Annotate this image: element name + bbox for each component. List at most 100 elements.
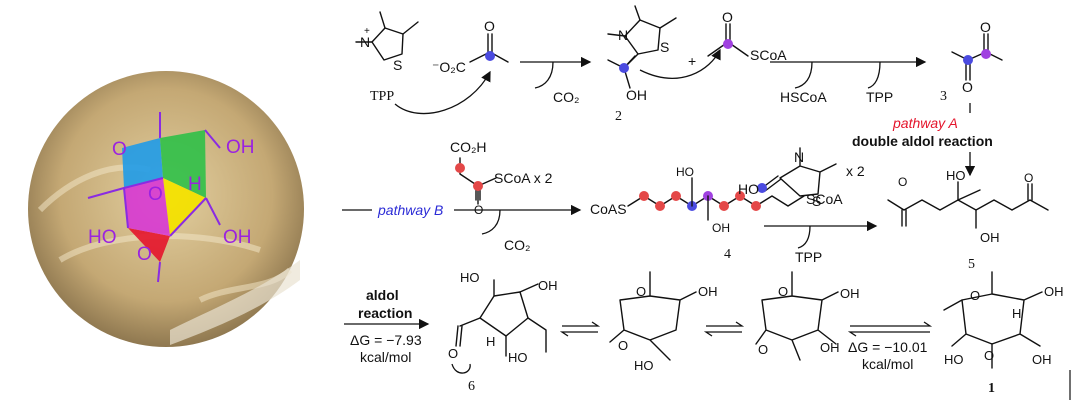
compound-5-label: 5 bbox=[968, 257, 975, 272]
equilibrium-2 bbox=[703, 321, 745, 337]
compound-4-coas: CoAS bbox=[590, 201, 627, 217]
c4-red-5 bbox=[735, 191, 745, 201]
acetyl-coa: O SCoA bbox=[707, 9, 787, 63]
c4-red-2 bbox=[655, 201, 665, 211]
tpp-branch-mid bbox=[797, 225, 811, 249]
b2-oh: OH bbox=[698, 284, 718, 299]
intermediate-b3: O OH O OH bbox=[755, 271, 860, 361]
c6-ho: HO bbox=[460, 270, 480, 285]
model-face-red bbox=[128, 228, 170, 262]
intermediate-s: S bbox=[660, 39, 669, 55]
intermediate-b2: O OH O HO bbox=[609, 271, 718, 373]
intermediate-oh: OH bbox=[626, 87, 647, 103]
compound-6: HO OH H HO O 6 bbox=[448, 270, 558, 394]
c4-red-1 bbox=[639, 191, 649, 201]
intermediate-carbon-blue bbox=[619, 63, 629, 73]
hscoa-label: HSCoA bbox=[780, 89, 827, 105]
model-face-yellow bbox=[163, 178, 206, 236]
tpp-s: S bbox=[393, 57, 402, 73]
pathway-a: pathway A double aldol reaction bbox=[852, 103, 993, 177]
co2-branch bbox=[534, 61, 554, 89]
model-face-magenta bbox=[124, 178, 170, 236]
compound-5-ho: HO bbox=[946, 168, 966, 183]
model-o-top: O bbox=[112, 139, 127, 160]
compound-3-o-bottom: O bbox=[962, 79, 973, 95]
c6-curly-arrow bbox=[451, 363, 471, 374]
compound-1: O OH H O HO OH 1 bbox=[943, 271, 1064, 396]
enamine-n: N bbox=[794, 149, 804, 165]
enamine-s: S bbox=[812, 193, 821, 209]
dg1: ΔG = −7.93 bbox=[350, 332, 422, 348]
c4-red-3 bbox=[671, 191, 681, 201]
co2-top: CO₂ bbox=[553, 89, 579, 105]
model-oh-right: OH bbox=[223, 227, 252, 248]
plus-sign: + bbox=[688, 53, 696, 69]
compound-6-label: 6 bbox=[468, 379, 475, 394]
top-row: N + S TPP ⁻O₂C O CO₂ N S OH 2 bbox=[355, 5, 1003, 124]
co2-middle: CO₂ bbox=[504, 237, 530, 253]
b3-o-bottom: O bbox=[758, 342, 768, 357]
compound-3-carbon-blue bbox=[963, 55, 973, 65]
middle-row: pathway B CO₂ CO₂H SCoA x 2 O CoAS bbox=[342, 139, 1049, 272]
malonyl-co2h: CO₂H bbox=[450, 139, 487, 155]
model-ho-left: HO bbox=[88, 227, 117, 248]
tpp-release: TPP bbox=[866, 89, 893, 105]
compound-3-label: 3 bbox=[940, 89, 947, 104]
equilibrium-1 bbox=[559, 321, 601, 337]
compound-5: O O HO OH 5 bbox=[887, 168, 1049, 272]
c4-red-4 bbox=[719, 201, 729, 211]
c1-oh-bottom: OH bbox=[1032, 352, 1052, 367]
c6-oh: OH bbox=[538, 278, 558, 293]
equilibrium-3: ΔG = −10.01 kcal/mol bbox=[847, 321, 933, 372]
c1-o-top: O bbox=[970, 288, 980, 303]
acetyl-o: O bbox=[722, 9, 733, 25]
malonyl-c1 bbox=[455, 163, 465, 173]
aldol-line1: aldol bbox=[366, 287, 399, 303]
intermediate-n: N bbox=[618, 27, 628, 43]
c1-ho: HO bbox=[944, 352, 964, 367]
enamine-x2: x 2 bbox=[846, 163, 865, 179]
c6-ho-b: HO bbox=[508, 350, 528, 365]
compound-3: O O 3 bbox=[940, 19, 1003, 104]
enamine-ho: HO bbox=[738, 181, 759, 197]
model-o-mid: O bbox=[148, 184, 163, 205]
enamine-tpp: HO N S x 2 bbox=[738, 147, 865, 209]
b2-ho: HO bbox=[634, 358, 654, 373]
malonyl-o: O bbox=[474, 203, 483, 217]
breslow-intermediate-2: N S OH 2 bbox=[607, 5, 721, 124]
tpp-thiazolium: N + S TPP bbox=[355, 11, 419, 104]
tpp-label: TPP bbox=[370, 89, 394, 104]
tpp-n: N bbox=[360, 34, 370, 50]
double-aldol-label: double aldol reaction bbox=[852, 133, 993, 149]
pyruvate-carbon-blue bbox=[485, 51, 495, 61]
b3-oh-b: OH bbox=[820, 340, 840, 355]
tpp-branch bbox=[867, 61, 881, 89]
aldol-line2: reaction bbox=[358, 305, 412, 321]
enamine-carbon bbox=[757, 183, 767, 193]
tpp-mid: TPP bbox=[795, 249, 822, 265]
co2-branch-b bbox=[481, 209, 501, 235]
malonyl-coa: CO₂H SCoA x 2 O bbox=[450, 139, 553, 217]
b3-oh: OH bbox=[840, 286, 860, 301]
compound-5-o-left: O bbox=[898, 175, 907, 189]
b2-o-bottom: O bbox=[618, 338, 628, 353]
intermediate-attack-arrow bbox=[639, 48, 721, 79]
dg2: ΔG = −10.01 bbox=[848, 339, 928, 355]
model-oh-top: OH bbox=[226, 137, 255, 158]
compound-2-label: 2 bbox=[615, 109, 622, 124]
model-face-green bbox=[160, 130, 206, 198]
c1-h: H bbox=[1012, 306, 1021, 321]
model-o-bottom: O bbox=[137, 244, 152, 265]
compound-3-carbon-purple bbox=[981, 49, 991, 59]
pyruvate-o: O bbox=[484, 18, 495, 34]
c1-o-bottom: O bbox=[984, 348, 994, 363]
b3-o-top: O bbox=[778, 284, 788, 299]
c6-h: H bbox=[486, 334, 495, 349]
dg2-unit: kcal/mol bbox=[862, 356, 913, 372]
c4-red-6 bbox=[751, 201, 761, 211]
tpp-attack-arrow bbox=[394, 70, 491, 115]
dg1-unit: kcal/mol bbox=[360, 349, 411, 365]
3d-molecule-model: O O O OH OH HO H bbox=[87, 112, 255, 283]
pathway-a-label: pathway A bbox=[892, 115, 958, 131]
